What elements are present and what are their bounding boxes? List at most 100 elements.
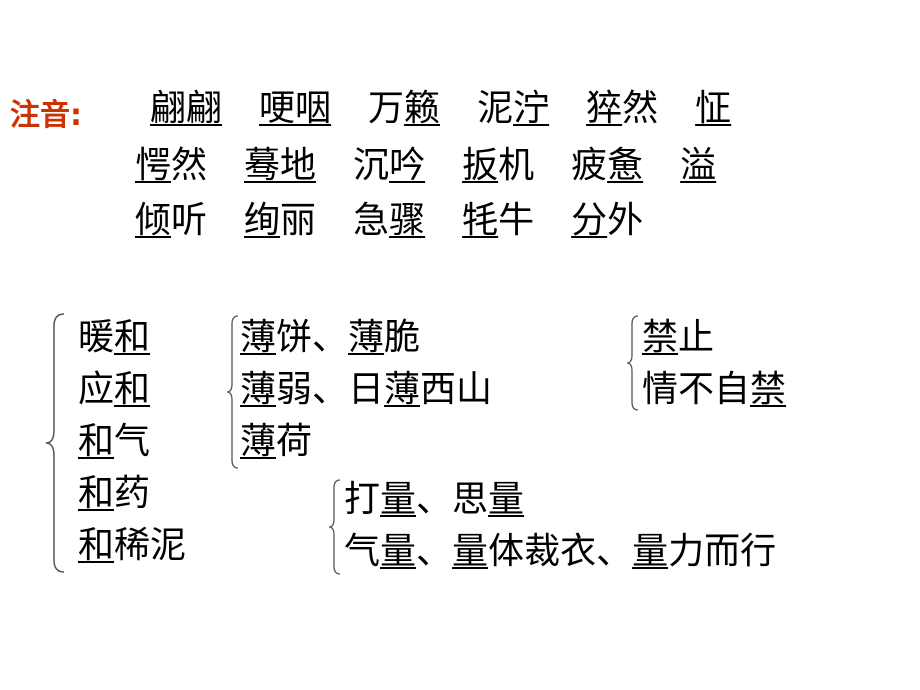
underlined-text: 和 <box>114 369 151 410</box>
underlined-text: 量 <box>380 531 417 572</box>
text: 力而行 <box>668 531 777 572</box>
pinyin-word: 分外 <box>571 200 643 242</box>
text: 然 <box>171 145 208 186</box>
pinyin-word: 急骤 <box>353 200 425 242</box>
underlined-text: 量 <box>488 479 525 520</box>
text: 饼、 <box>276 317 349 358</box>
text: 丽 <box>280 200 317 241</box>
text: 万 <box>368 88 405 129</box>
underlined-text: 和 <box>78 421 115 462</box>
pinyin-word: 哽咽 <box>259 88 331 130</box>
text: 机 <box>498 145 535 186</box>
text: 体裁衣、 <box>488 531 633 572</box>
underlined-text: 薄 <box>384 369 421 410</box>
liang-group: 打量、思量气量、量体裁衣、量力而行 <box>344 474 776 578</box>
pinyin-word: 翩翩 <box>150 88 222 130</box>
underlined-text: 薄 <box>240 421 277 462</box>
left-brace-icon <box>45 313 65 573</box>
text: 气 <box>344 531 381 572</box>
word-line: 打量、思量 <box>344 474 776 526</box>
jin-brace-icon <box>626 315 639 411</box>
pinyin-word: 沉吟 <box>353 145 425 187</box>
underlined-text: 哽咽 <box>259 88 332 129</box>
text: 西山 <box>420 369 493 410</box>
text: 沉 <box>353 145 390 186</box>
pinyin-word: 泥泞 <box>477 88 549 130</box>
word-line: 应和 <box>78 364 186 416</box>
pinyin-word: 万籁 <box>368 88 440 130</box>
pinyin-word: 疲惫 <box>571 145 643 187</box>
text: 外 <box>607 200 644 241</box>
text: 暖 <box>78 317 115 358</box>
underlined-text: 量 <box>380 479 417 520</box>
word-line: 薄弱、日薄西山 <box>240 364 492 416</box>
pinyin-word: 牦牛 <box>462 200 534 242</box>
underlined-text: 泞 <box>513 88 550 129</box>
text: 泥 <box>477 88 514 129</box>
text: 情不自 <box>642 369 751 410</box>
underlined-text: 吟 <box>389 145 426 186</box>
pinyin-word: 愕然 <box>135 145 207 187</box>
text: 牛 <box>498 200 535 241</box>
text: 、 <box>416 531 453 572</box>
underlined-text: 扳 <box>462 145 499 186</box>
bao-brace-icon <box>226 315 239 469</box>
underlined-text: 禁 <box>642 317 679 358</box>
liang-brace-icon <box>328 479 341 575</box>
underlined-text: 薄 <box>240 369 277 410</box>
pinyin-word: 怔 <box>695 88 731 130</box>
bao-group: 薄饼、薄脆薄弱、日薄西山薄荷 <box>240 312 492 468</box>
text: 脆 <box>384 317 421 358</box>
text: 疲 <box>571 145 608 186</box>
text: 弱、日 <box>276 369 385 410</box>
underlined-text: 和 <box>78 525 115 566</box>
text: 、思 <box>416 479 489 520</box>
word-line: 暖和 <box>78 312 186 364</box>
text: 荷 <box>276 421 313 462</box>
jin-group: 禁止情不自禁 <box>642 312 786 416</box>
text: 稀泥 <box>114 525 187 566</box>
underlined-text: 和 <box>114 317 151 358</box>
word-line: 禁止 <box>642 312 786 364</box>
text: 打 <box>344 479 381 520</box>
text: 应 <box>78 369 115 410</box>
underlined-text: 溢 <box>680 145 717 186</box>
pinyin-word: 蓦地 <box>244 145 316 187</box>
underlined-text: 蓦地 <box>244 145 317 186</box>
pinyin-word: 倾听 <box>135 200 207 242</box>
word-line: 和药 <box>78 468 186 520</box>
underlined-text: 怔 <box>695 88 732 129</box>
text: 急 <box>353 200 390 241</box>
text: 听 <box>171 200 208 241</box>
underlined-text: 籁 <box>404 88 441 129</box>
pinyin-word: 溢 <box>680 145 716 187</box>
word-line: 气量、量体裁衣、量力而行 <box>344 526 776 578</box>
word-line: 薄荷 <box>240 416 492 468</box>
text: 止 <box>678 317 715 358</box>
pinyin-row-1: 翩翩哽咽万籁泥泞猝然怔 <box>150 88 768 130</box>
pinyin-word: 扳机 <box>462 145 534 187</box>
pinyin-row-2: 愕然蓦地沉吟扳机疲惫溢 <box>135 145 753 187</box>
word-line: 情不自禁 <box>642 364 786 416</box>
word-line: 和稀泥 <box>78 520 186 572</box>
underlined-text: 骤 <box>389 200 426 241</box>
underlined-text: 薄 <box>348 317 385 358</box>
underlined-text: 猝 <box>586 88 623 129</box>
underlined-text: 牦 <box>462 200 499 241</box>
underlined-text: 和 <box>78 473 115 514</box>
underlined-text: 绚 <box>244 200 281 241</box>
pinyin-label: 注音: <box>10 98 82 133</box>
text: 药 <box>114 473 151 514</box>
underlined-text: 分 <box>571 200 608 241</box>
pinyin-word: 绚丽 <box>244 200 316 242</box>
underlined-text: 愕 <box>135 145 172 186</box>
underlined-text: 量 <box>452 531 489 572</box>
word-line: 薄饼、薄脆 <box>240 312 492 364</box>
text: 气 <box>114 421 151 462</box>
underlined-text: 薄 <box>240 317 277 358</box>
text: 然 <box>622 88 659 129</box>
pinyin-word: 猝然 <box>586 88 658 130</box>
underlined-text: 惫 <box>607 145 644 186</box>
pinyin-row-3: 倾听绚丽急骤牦牛分外 <box>135 200 680 242</box>
underlined-text: 量 <box>632 531 669 572</box>
